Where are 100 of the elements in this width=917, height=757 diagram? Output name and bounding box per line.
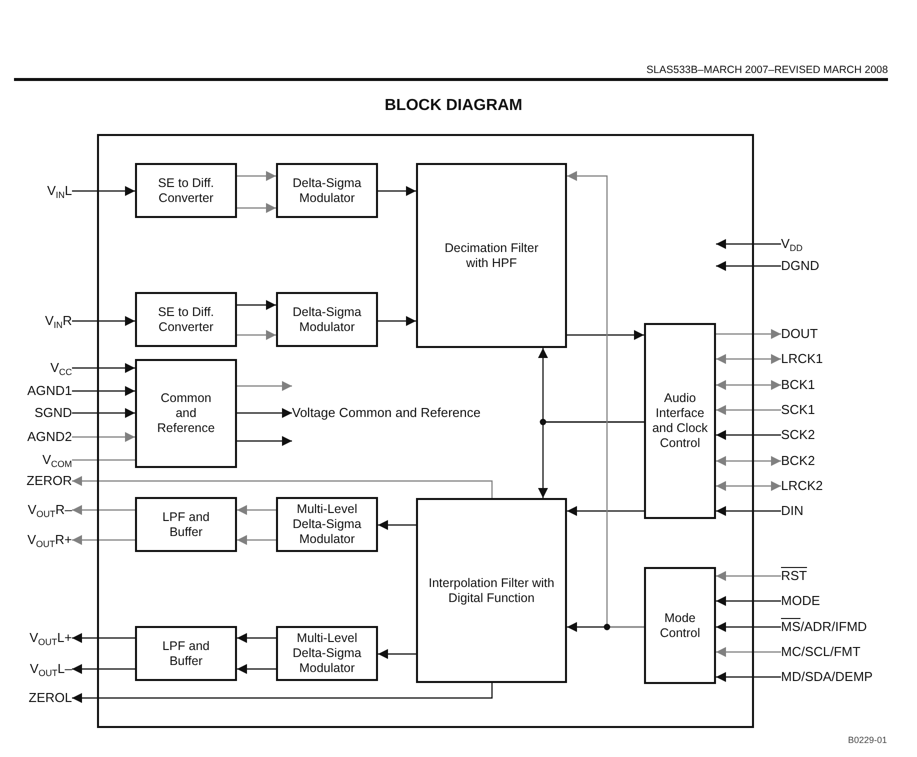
pin-name: V$_{OUT}$R– xyxy=(28,501,72,519)
block-box xyxy=(135,359,237,468)
arrow xyxy=(716,622,781,632)
pin-name: V$_{IN}$L xyxy=(47,182,72,200)
arrow xyxy=(716,456,781,466)
arrow xyxy=(716,647,781,657)
arrow xyxy=(716,571,781,581)
block-box xyxy=(276,163,378,218)
arrow xyxy=(567,171,644,628)
arrow xyxy=(237,203,276,213)
arrow xyxy=(72,683,493,703)
block-label: LPF and Buffer xyxy=(161,510,211,540)
arrow xyxy=(72,408,135,418)
arrow xyxy=(237,408,292,418)
arrow xyxy=(72,363,135,373)
chip-outline xyxy=(97,134,754,728)
arrow xyxy=(716,506,781,516)
arrow xyxy=(716,329,781,339)
diagram-title: BLOCK DIAGRAM xyxy=(384,96,524,116)
block-box xyxy=(276,626,378,681)
arrow xyxy=(716,430,781,440)
pin-name: SCK1 xyxy=(781,401,815,419)
pin-name: V$_{DD}$ xyxy=(781,235,803,253)
block-label: Delta-Sigma Modulator xyxy=(292,304,362,334)
block-box xyxy=(135,626,237,681)
pin-name: MS/ADR/IFMD xyxy=(781,618,867,636)
block-box xyxy=(644,323,716,519)
arrow xyxy=(72,476,493,498)
block-label: Decimation Filter with HPF xyxy=(444,240,540,270)
pin-name: BCK2 xyxy=(781,452,815,470)
arrow xyxy=(237,381,292,391)
block-label: Delta-Sigma Modulator xyxy=(292,176,362,206)
pin-name: BCK1 xyxy=(781,376,815,394)
arrow xyxy=(716,239,781,249)
arrow xyxy=(72,186,135,196)
pin-name: MD/SDA/DEMP xyxy=(781,668,873,686)
pin-name: ZEROR xyxy=(26,472,72,490)
block-box xyxy=(135,292,237,347)
block-label: Interpolation Filter with Digital Function xyxy=(428,576,556,606)
block-label: SE to Diff. Converter xyxy=(156,304,216,334)
arrow xyxy=(72,432,135,442)
block-box xyxy=(416,163,567,348)
arrow xyxy=(72,633,135,643)
block-box xyxy=(644,567,716,684)
pin-name: DGND xyxy=(781,257,820,275)
block-box xyxy=(135,163,237,218)
block-label: Multi-Level Delta-Sigma Modulator xyxy=(292,502,362,547)
arrow xyxy=(716,596,781,606)
pin-name: LRCK1 xyxy=(781,350,823,368)
arrow xyxy=(716,354,781,364)
arrow xyxy=(378,316,416,326)
block-label: Audio Interface and Clock Control xyxy=(651,391,709,451)
arrow xyxy=(237,171,276,181)
arrow xyxy=(716,481,781,491)
block-box xyxy=(135,497,237,552)
pin-name: V$_{IN}$R xyxy=(44,312,72,330)
pin-name: MODE xyxy=(781,592,820,610)
figure-id: B0229-01 xyxy=(848,735,887,745)
arrow xyxy=(237,664,276,674)
pin-name: DIN xyxy=(781,502,804,520)
block-label: Multi-Level Delta-Sigma Modulator xyxy=(292,631,362,676)
pin-name: V$_{COM}$ xyxy=(42,451,72,469)
block-box xyxy=(416,498,567,683)
arrow xyxy=(237,505,276,515)
arrow xyxy=(72,505,135,515)
arrow xyxy=(72,386,135,396)
pin-name: LRCK2 xyxy=(781,477,823,495)
block-label: Common and Reference xyxy=(156,391,216,436)
arrow xyxy=(237,330,276,340)
document-number: SLAS533B–MARCH 2007–REVISED MARCH 2008 xyxy=(646,64,888,76)
block-box xyxy=(276,292,378,347)
arrow xyxy=(72,535,135,545)
connector-line xyxy=(72,459,135,461)
pin-name: DOUT xyxy=(781,325,818,343)
pin-name: V$_{OUT}$L+ xyxy=(30,629,72,647)
block-box xyxy=(276,497,378,552)
pin-name: ZEROL xyxy=(28,689,72,707)
arrow xyxy=(378,186,416,196)
pin-name: AGND2 xyxy=(27,428,72,446)
arrow xyxy=(567,330,644,340)
arrow xyxy=(237,300,276,310)
arrow xyxy=(72,664,135,674)
pin-name: SCK2 xyxy=(781,426,815,444)
block-label: LPF and Buffer xyxy=(161,638,211,668)
block-label: SE to Diff. Converter xyxy=(156,176,216,206)
arrow xyxy=(237,535,276,545)
pin-name: SGND xyxy=(34,404,72,422)
arrow xyxy=(567,506,644,516)
arrow xyxy=(538,421,644,498)
pin-name: MC/SCL/FMT xyxy=(781,643,860,661)
pin-name: Voltage Common and Reference xyxy=(292,404,481,422)
pin-name: V$_{CC}$ xyxy=(50,359,72,377)
block-label: Mode Control xyxy=(658,610,702,640)
arrow xyxy=(716,380,781,390)
pin-name: V$_{OUT}$L– xyxy=(30,660,72,678)
arrow xyxy=(378,649,416,659)
pin-name: V$_{OUT}$R+ xyxy=(27,531,72,549)
arrow xyxy=(716,672,781,682)
arrow xyxy=(378,520,416,530)
arrow xyxy=(237,633,276,643)
